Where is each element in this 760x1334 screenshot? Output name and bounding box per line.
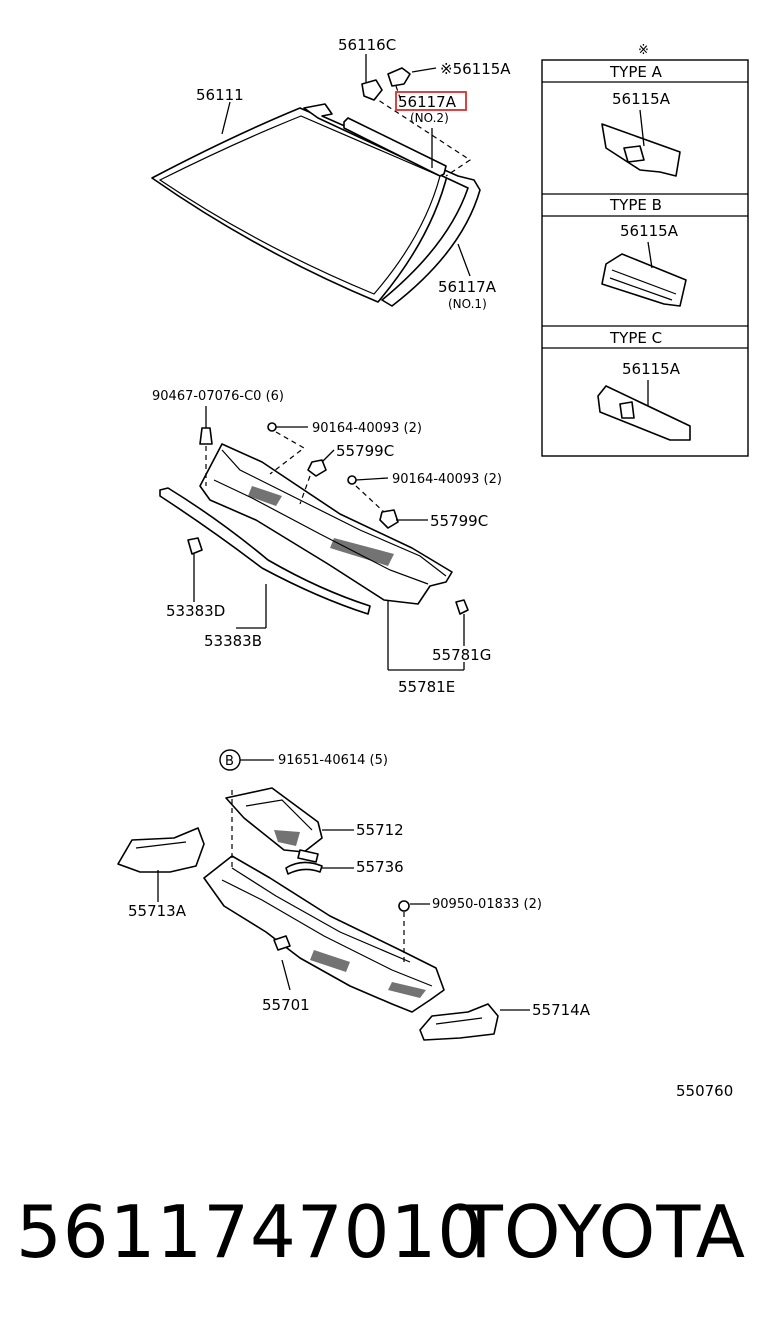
label-55701: 55701 (262, 996, 310, 1014)
label-53383B: 53383B (204, 632, 262, 650)
label-90467: 90467-07076-C0 (6) (152, 389, 284, 404)
bracket-55714A[interactable] (419, 1003, 499, 1041)
brand-name: TOYOTA (458, 1190, 746, 1274)
clip-56115A[interactable] (387, 67, 411, 87)
brace-55712[interactable] (225, 787, 323, 853)
label-circle-b: B (225, 754, 234, 769)
highlight-box (395, 91, 467, 111)
label-90164-a: 90164-40093 (2) (312, 421, 422, 436)
legend-type-c-part: 56115A (622, 360, 681, 378)
legend-type-b-title: TYPE B (609, 196, 662, 214)
label-90950: 90950-01833 (2) (432, 897, 542, 912)
legend-type-b-part: 56115A (620, 222, 679, 240)
label-53383D: 53383D (166, 602, 225, 620)
weatherstrip-53383D[interactable] (159, 487, 371, 615)
label-55781E: 55781E (398, 678, 455, 696)
moulding-no1[interactable] (303, 103, 481, 307)
label-56117A-highlight[interactable]: 56117A (398, 93, 457, 111)
label-no1: (NO.1) (448, 297, 487, 311)
bracket-55713A[interactable] (117, 827, 205, 873)
clip-55781G[interactable] (455, 599, 469, 615)
clip-55799C-a[interactable] (307, 459, 327, 477)
fastener-90467[interactable] (199, 427, 213, 445)
label-no2: (NO.2) (410, 111, 449, 125)
bolt-90164-a[interactable] (267, 422, 277, 432)
moulding-no2[interactable] (343, 117, 447, 177)
label-56115A: ※56115A (440, 60, 511, 78)
clip-55799C-b[interactable] (379, 509, 399, 529)
clip-56116C[interactable] (361, 79, 383, 101)
label-55799C-a: 55799C (336, 442, 394, 460)
label-55799C-b: 55799C (430, 512, 488, 530)
label-55714A: 55714A (532, 1001, 591, 1019)
clip-type-b[interactable] (601, 253, 687, 307)
seal-55736[interactable] (285, 861, 323, 875)
label-55713A: 55713A (128, 902, 187, 920)
label-55712: 55712 (356, 821, 404, 839)
legend-mark: ※ (638, 43, 649, 58)
label-55781G: 55781G (432, 646, 491, 664)
label-91651: 91651-40614 (5) (278, 753, 388, 768)
diagram-code: 550760 (676, 1082, 733, 1100)
legend-type-a-title: TYPE A (609, 63, 663, 81)
clip-type-c[interactable] (597, 385, 691, 441)
legend-type-a-part: 56115A (612, 90, 671, 108)
label-56116C: 56116C (338, 36, 396, 54)
bolt-90164-b[interactable] (347, 475, 357, 485)
part-number: 5611747010 (16, 1190, 485, 1274)
label-56117A: 56117A (438, 278, 497, 296)
legend-type-c-title: TYPE C (609, 329, 662, 347)
label-90164-b: 90164-40093 (2) (392, 472, 502, 487)
cowl-panel-group: B 91651-40614 (5) 55712 55736 55713A 909… (117, 749, 591, 1041)
label-55736: 55736 (356, 858, 404, 876)
clip-53383D[interactable] (187, 537, 203, 555)
windshield-group: 56116C ※56115A 56117A (NO.2) 56111 56117… (151, 36, 511, 311)
cowl-louver-group: 90467-07076-C0 (6) 90164-40093 (2) 55799… (152, 389, 502, 696)
label-56111: 56111 (196, 86, 244, 104)
windshield-glass[interactable] (151, 107, 449, 303)
bolt-90950[interactable] (398, 900, 410, 912)
type-legend: ※ TYPE A 56115A TYPE B 56115A TYPE C 561… (541, 43, 749, 457)
